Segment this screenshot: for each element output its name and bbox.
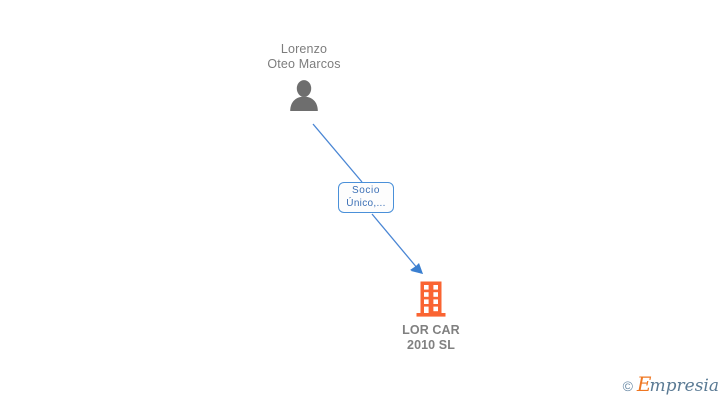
copyright-icon: © bbox=[622, 378, 633, 394]
company-node-label: LOR CAR 2010 SL bbox=[402, 323, 460, 352]
arrowhead-icon-tail bbox=[411, 263, 423, 274]
edge-label-line-2: Único,... bbox=[346, 197, 386, 209]
graph-node-company[interactable]: LOR CAR 2010 SL bbox=[356, 280, 506, 352]
building-icon bbox=[356, 280, 506, 318]
person-node-label: Lorenzo Oteo Marcos bbox=[267, 42, 341, 71]
edge-segment-label-to-company bbox=[371, 213, 419, 270]
watermark-empresia: © E mpresia bbox=[623, 374, 719, 395]
edge-segment-person-to-label bbox=[312, 123, 363, 183]
brand-initial: E bbox=[636, 372, 652, 396]
person-icon bbox=[229, 79, 379, 111]
graph-node-person[interactable]: Lorenzo Oteo Marcos bbox=[229, 42, 379, 111]
edge-label-line-1: Socio bbox=[351, 185, 380, 196]
brand-wordmark: mpresia bbox=[649, 376, 720, 396]
edge-label-box[interactable]: Socio Único,... bbox=[338, 182, 394, 213]
